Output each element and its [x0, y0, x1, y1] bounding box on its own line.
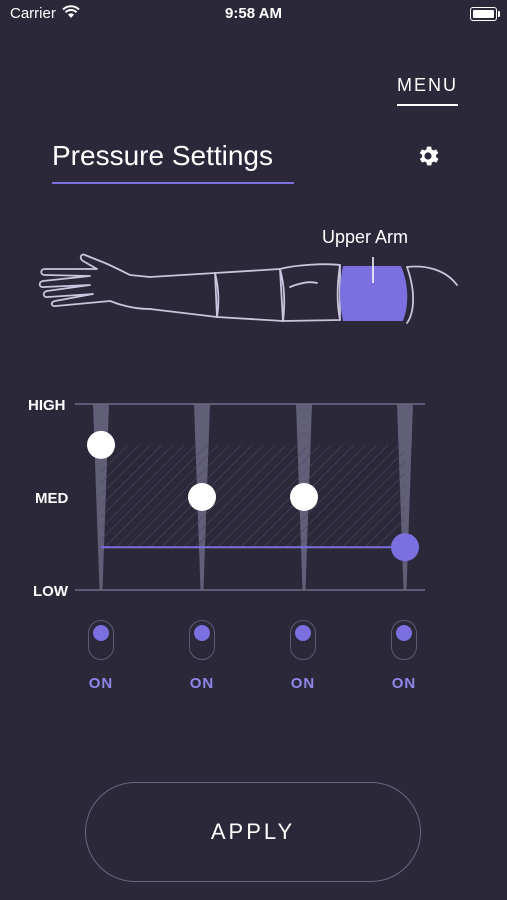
toggle-4[interactable]	[391, 620, 417, 660]
pressure-handle-3[interactable]	[290, 483, 318, 511]
toggle-2-label: ON	[189, 675, 215, 692]
arm-diagram	[38, 253, 458, 324]
toggle-1-label: ON	[88, 675, 114, 692]
pressure-range-band	[101, 444, 405, 548]
toggle-1[interactable]	[88, 620, 114, 660]
battery-icon	[470, 7, 500, 21]
toggle-knob	[295, 625, 311, 641]
pressure-handle-2[interactable]	[188, 483, 216, 511]
toggle-knob	[93, 625, 109, 641]
toggle-knob	[396, 625, 412, 641]
toggle-3-label: ON	[290, 675, 316, 692]
gear-icon[interactable]	[415, 143, 441, 169]
selected-segment-label: Upper Arm	[322, 227, 409, 247]
toggle-3[interactable]	[290, 620, 316, 660]
menu-button[interactable]: MENU	[397, 75, 458, 106]
pressure-handle-4[interactable]	[391, 533, 419, 562]
apply-button[interactable]: APPLY	[85, 782, 421, 882]
toggle-2[interactable]	[189, 620, 215, 660]
y-label-high: HIGH	[28, 397, 66, 414]
pressure-handle-1[interactable]	[87, 430, 115, 459]
y-label-low: LOW	[33, 583, 68, 600]
toggle-row: ON ON ON ON	[0, 620, 507, 700]
page-title: Pressure Settings	[52, 140, 294, 184]
toggle-knob	[194, 625, 210, 641]
upper-arm-segment	[340, 266, 408, 321]
pressure-chart	[75, 403, 425, 591]
toggle-4-label: ON	[391, 675, 417, 692]
carrier-label: Carrier	[10, 5, 56, 22]
y-label-med: MED	[35, 490, 69, 507]
status-bar: Carrier 9:58 AM	[0, 0, 507, 28]
clock: 9:58 AM	[225, 5, 282, 22]
wifi-icon	[62, 5, 80, 18]
